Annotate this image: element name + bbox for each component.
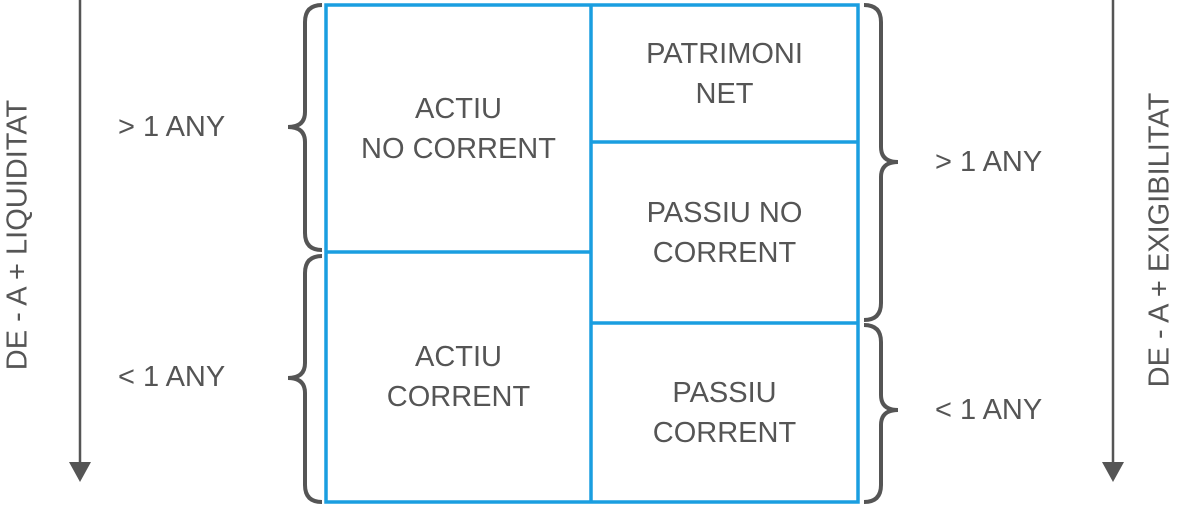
cell-patrimoni-net: PATRIMONI NET bbox=[646, 37, 803, 110]
left-arrow bbox=[69, 0, 91, 482]
right-group-label-long: > 1 ANY bbox=[935, 146, 1043, 178]
left-axis-label: DE - A + LIQUIDITAT bbox=[1, 99, 34, 371]
right-arrow bbox=[1102, 0, 1124, 482]
balance-box bbox=[324, 3, 860, 504]
cell-actiu-corrent: ACTIU CORRENT bbox=[386, 341, 531, 413]
right-brace-long-term bbox=[863, 3, 899, 322]
right-group-label-short: < 1 ANY bbox=[935, 394, 1043, 426]
right-brace-short-term bbox=[863, 323, 899, 504]
left-group-label-short: < 1 ANY bbox=[118, 361, 226, 393]
cell-passiu-no-corrent: PASSIU NO CORRENT bbox=[646, 196, 803, 269]
left-group-label-long: > 1 ANY bbox=[118, 111, 226, 143]
cell-passiu-corrent: PASSIU CORRENT bbox=[652, 376, 797, 449]
right-axis-label: DE - A + EXIGIBILITAT bbox=[1143, 92, 1176, 388]
left-brace-short-term bbox=[287, 254, 323, 504]
cell-actiu-no-corrent: ACTIU NO CORRENT bbox=[361, 92, 556, 165]
left-brace-long-term bbox=[287, 3, 323, 252]
